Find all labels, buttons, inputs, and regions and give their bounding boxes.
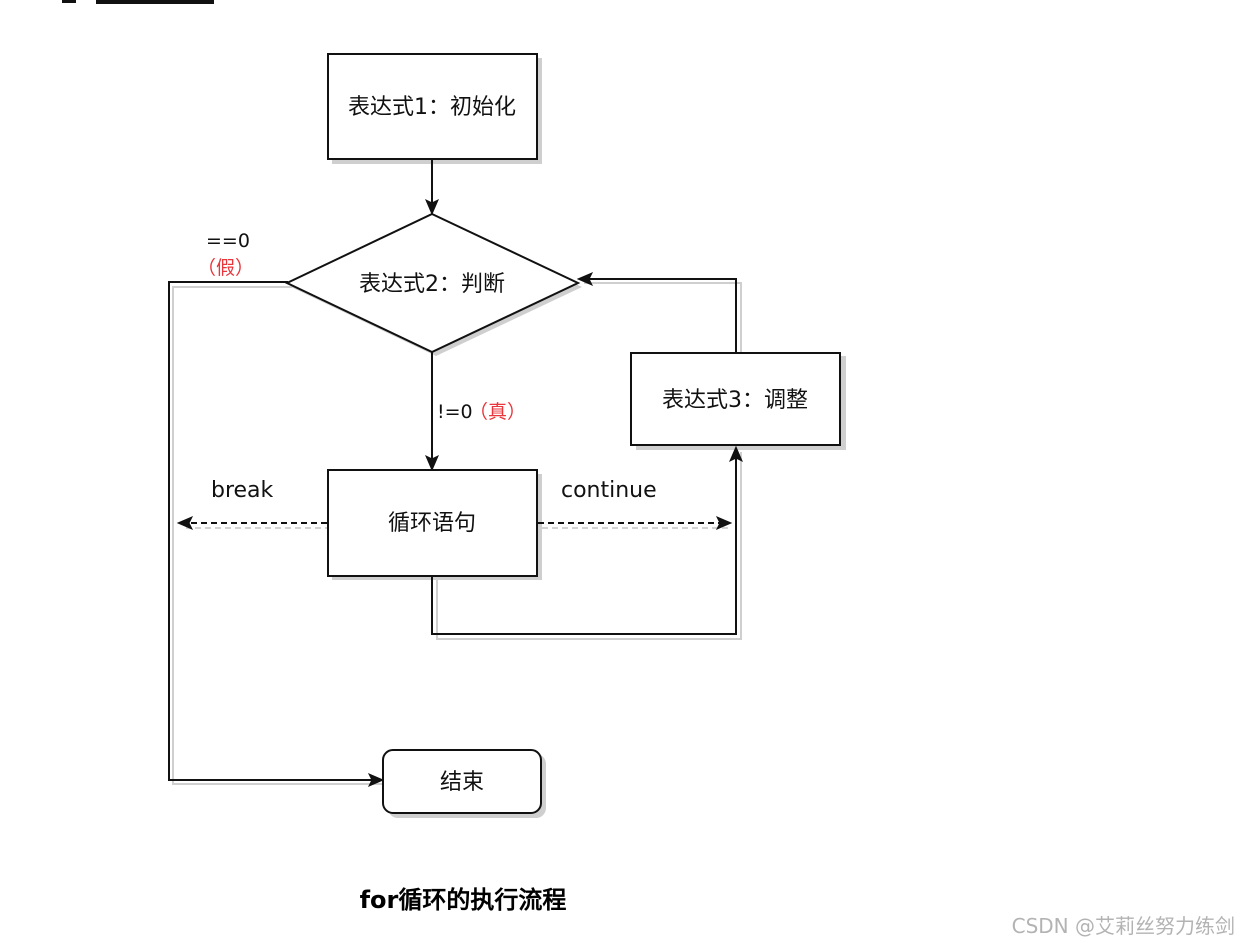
- node-end: 结束: [382, 749, 542, 814]
- false-value-label: ==0: [206, 230, 250, 252]
- csdn-watermark: CSDN @艾莉丝努力练剑: [1012, 914, 1235, 938]
- continue-label: continue: [561, 478, 657, 503]
- node-body: 循环语句: [327, 469, 538, 577]
- clipped-heading-fragment: [62, 0, 214, 4]
- node-adjust: 表达式3：调整: [630, 352, 841, 446]
- node-init-label: 表达式1：初始化: [348, 95, 516, 120]
- break-label: break: [211, 478, 274, 503]
- true-note-label: （真）: [469, 401, 526, 423]
- node-cond: 表达式2：判断: [284, 212, 581, 354]
- edge-continue: [538, 516, 733, 530]
- true-value-label: !=0: [437, 401, 473, 423]
- edge-cond-to-body-true: [425, 352, 439, 472]
- edge-body-to-adjust: [431, 445, 743, 635]
- node-init: 表达式1：初始化: [327, 53, 538, 160]
- node-end-label: 结束: [440, 770, 484, 795]
- node-body-label: 循环语句: [388, 511, 476, 536]
- false-note-label: （假）: [197, 257, 254, 279]
- edge-cond-to-end-false: [168, 281, 385, 787]
- edge-adjust-to-cond: [576, 272, 737, 353]
- edge-init-to-cond: [425, 159, 439, 216]
- edge-break: [176, 516, 327, 530]
- node-cond-label: 表达式2：判断: [359, 272, 505, 297]
- node-adjust-label: 表达式3：调整: [662, 388, 808, 413]
- figure-caption: for循环的执行流程: [360, 886, 567, 914]
